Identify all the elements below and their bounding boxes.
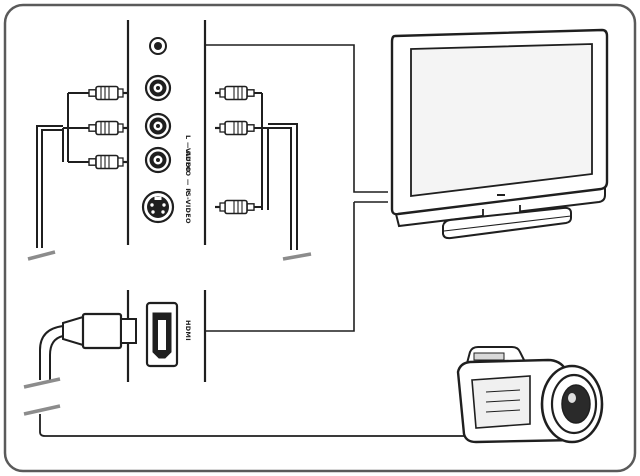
hdmi-cable xyxy=(23,325,470,437)
hdmi-port[interactable] xyxy=(145,301,179,368)
left-rca-cable-bundle xyxy=(27,85,130,261)
audio-label: L — AUDIO — R xyxy=(184,135,192,194)
hdmi-connector-panel: HDMI xyxy=(126,290,207,382)
flat-screen-tv-icon xyxy=(390,28,609,240)
video-jack[interactable] xyxy=(144,146,172,174)
hdmi-label: HDMI xyxy=(184,320,192,341)
tv-connection-lines xyxy=(205,44,388,332)
right-rca-cable-bundle xyxy=(215,87,312,261)
side-connector-panel: L — AUDIO — R VIDEO S-VIDEO xyxy=(126,20,207,245)
video-label: VIDEO xyxy=(184,148,192,172)
s-video-jack[interactable] xyxy=(141,190,175,224)
audio-left-jack[interactable] xyxy=(144,112,172,140)
hdmi-plug-icon[interactable] xyxy=(62,312,137,350)
camcorder-icon xyxy=(456,346,604,444)
headphone-jack[interactable] xyxy=(149,37,167,55)
s-video-label: S-VIDEO xyxy=(184,192,192,224)
audio-right-jack[interactable] xyxy=(144,74,172,102)
